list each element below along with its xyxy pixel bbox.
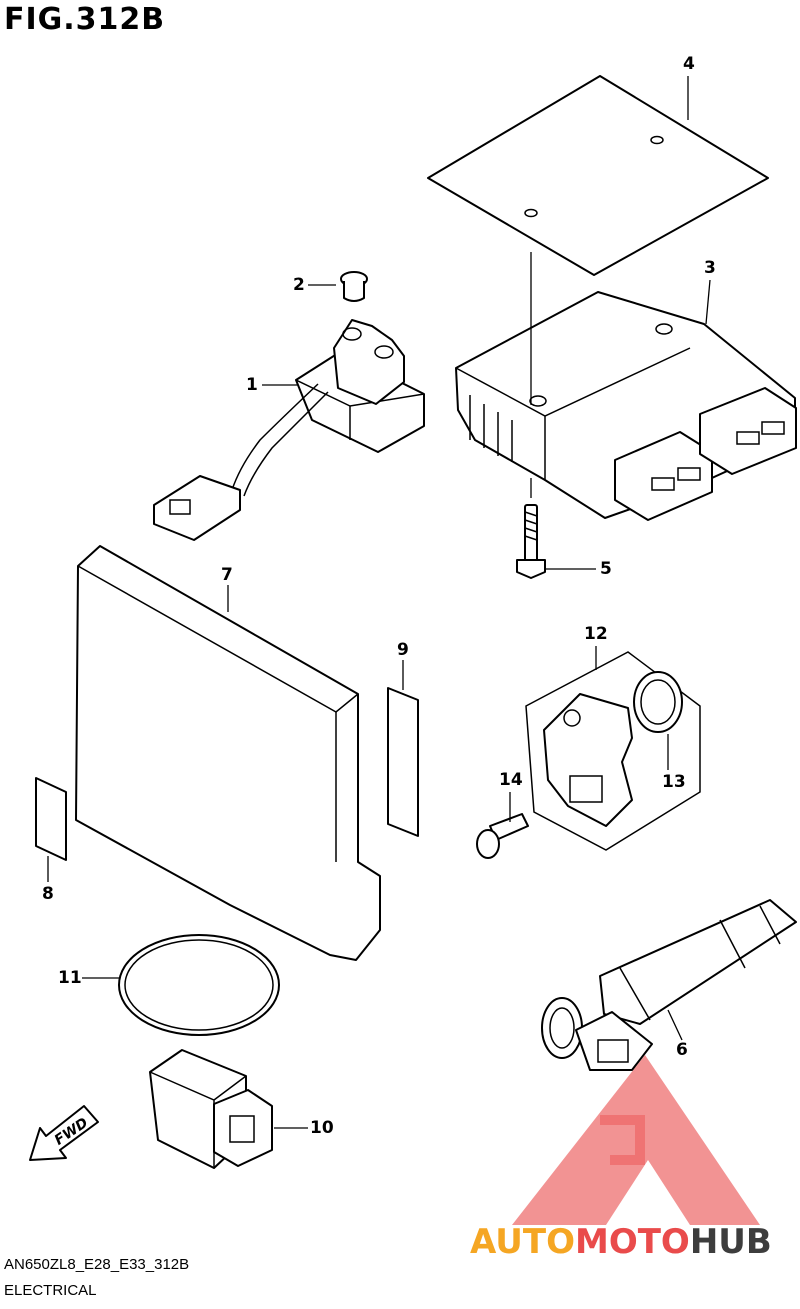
part-4-cover-plate — [427, 75, 769, 276]
figure-title: FIG.312B — [4, 2, 166, 37]
part-1-starter-relay — [153, 319, 425, 541]
part-10-coupler — [149, 1049, 273, 1169]
brand-hub: HUB — [689, 1222, 772, 1262]
callout-7: 7 — [221, 565, 233, 585]
callout-3: 3 — [704, 258, 716, 278]
part-14-screw — [476, 813, 529, 859]
brand-moto: MOTO — [574, 1222, 690, 1262]
part-12-sensor-group — [525, 651, 701, 851]
part-6-ignition-coil — [541, 899, 797, 1071]
watermark-logo — [512, 1055, 760, 1225]
footer-model-code: AN650ZL8_E28_E33_312B — [4, 1256, 190, 1273]
callout-9: 9 — [397, 640, 409, 660]
callout-14: 14 — [499, 770, 523, 790]
callout-13: 13 — [662, 772, 686, 792]
brand-auto: AUTO — [470, 1222, 575, 1262]
callout-11: 11 — [58, 968, 82, 988]
callout-2: 2 — [293, 275, 305, 295]
footer-section-name: ELECTRICAL — [4, 1282, 97, 1299]
callout-10: 10 — [310, 1118, 334, 1138]
part-13-o-ring — [633, 671, 683, 733]
part-5-bolt — [516, 478, 546, 579]
fwd-arrow: FWD — [29, 1105, 99, 1161]
part-11-band — [118, 934, 280, 1036]
callout-5: 5 — [600, 559, 612, 579]
part-9-pad — [387, 687, 419, 837]
part-3-regulator-unit — [455, 291, 797, 521]
part-7-ecm — [75, 545, 381, 961]
callout-4: 4 — [683, 54, 695, 74]
watermark-brand-text: AUTOMOTOHUB — [470, 1222, 772, 1262]
callout-6: 6 — [676, 1040, 688, 1060]
part-2-terminal-cap — [340, 271, 368, 302]
leader-lines — [47, 76, 711, 1129]
callout-12: 12 — [584, 624, 608, 644]
callout-8: 8 — [42, 884, 54, 904]
callout-1: 1 — [246, 375, 258, 395]
part-8-pad — [35, 777, 67, 861]
